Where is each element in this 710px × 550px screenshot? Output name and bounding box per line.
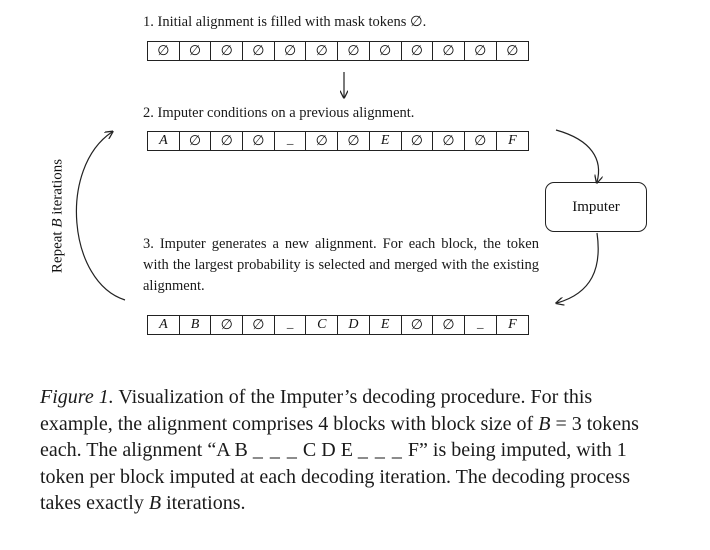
- alignment-token: ∅: [211, 316, 244, 334]
- alignment-token: B: [180, 316, 212, 334]
- step-3-text: 3. Imputer generates a new alignment. Fo…: [143, 236, 539, 294]
- caption-var-b-2: B: [148, 492, 162, 514]
- alignment-token: ∅: [211, 42, 244, 60]
- alignment-row-previous: A∅∅∅_∅∅E∅∅∅F: [147, 131, 530, 151]
- alignment-token: ∅: [243, 316, 275, 334]
- step-1-text: 1. Initial alignment is filled with mask…: [143, 14, 427, 30]
- alignment-token: F: [508, 317, 517, 332]
- alignment-token: ∅: [243, 132, 275, 150]
- alignment-token: ∅: [243, 42, 275, 60]
- caption-text-1: Visualization of the Imputer’s decoding …: [40, 386, 593, 435]
- caption-text-4: F” is being imputed, with 1 token per bl…: [40, 439, 630, 514]
- curve-to-imputer-arrow: [555, 129, 599, 182]
- alignment-token: ∅: [402, 316, 434, 334]
- alignment-token: _: [465, 315, 497, 334]
- alignment-token: ∅: [402, 132, 434, 150]
- alignment-token: ∅: [306, 42, 339, 60]
- alignment-token: ∅: [180, 42, 212, 60]
- caption-blanks-1: _ _ _: [252, 439, 298, 461]
- alignment-token: E: [370, 132, 402, 150]
- alignment-token: D: [338, 316, 370, 334]
- alignment-token: _: [275, 131, 307, 150]
- alignment-token: ∅: [370, 42, 402, 60]
- alignment-token: F: [508, 133, 517, 148]
- alignment-row-initial: ∅∅∅∅∅∅∅∅∅∅∅∅: [147, 41, 530, 61]
- alignment-token: ∅: [338, 42, 370, 60]
- caption-text-3: C D E: [297, 439, 358, 461]
- alignment-token: ∅: [433, 316, 465, 334]
- step-2-text: 2. Imputer conditions on a previous alig…: [143, 105, 415, 121]
- figure-caption: Figure 1. Visualization of the Imputer’s…: [40, 384, 650, 517]
- alignment-token: ∅: [211, 132, 244, 150]
- alignment-token: ∅: [506, 43, 519, 59]
- alignment-token: _: [275, 315, 307, 334]
- alignment-token: ∅: [433, 42, 465, 60]
- curve-from-imputer-arrow: [557, 232, 599, 303]
- alignment-token: ∅: [180, 132, 212, 150]
- caption-label: Figure 1.: [40, 386, 114, 408]
- alignment-token: ∅: [465, 132, 497, 150]
- alignment-token: A: [148, 132, 180, 150]
- alignment-token: ∅: [338, 132, 370, 150]
- caption-blanks-2: _ _ _: [357, 439, 403, 461]
- caption-var-b: B: [538, 412, 551, 435]
- alignment-token: ∅: [306, 132, 339, 150]
- repeat-loop-arrow: [75, 132, 126, 301]
- alignment-token: E: [370, 316, 402, 334]
- alignment-token: C: [306, 316, 339, 334]
- alignment-token: A: [148, 316, 180, 334]
- alignment-token: ∅: [275, 42, 307, 60]
- caption-text-5: iterations.: [161, 492, 246, 514]
- alignment-token: ∅: [433, 132, 465, 150]
- alignment-token: ∅: [402, 42, 434, 60]
- flow-arrows: [75, 72, 710, 380]
- caption-text-2: = 3 tokens each. The alignment “A B: [40, 412, 639, 462]
- alignment-token: ∅: [148, 42, 180, 60]
- alignment-token: ∅: [465, 42, 497, 60]
